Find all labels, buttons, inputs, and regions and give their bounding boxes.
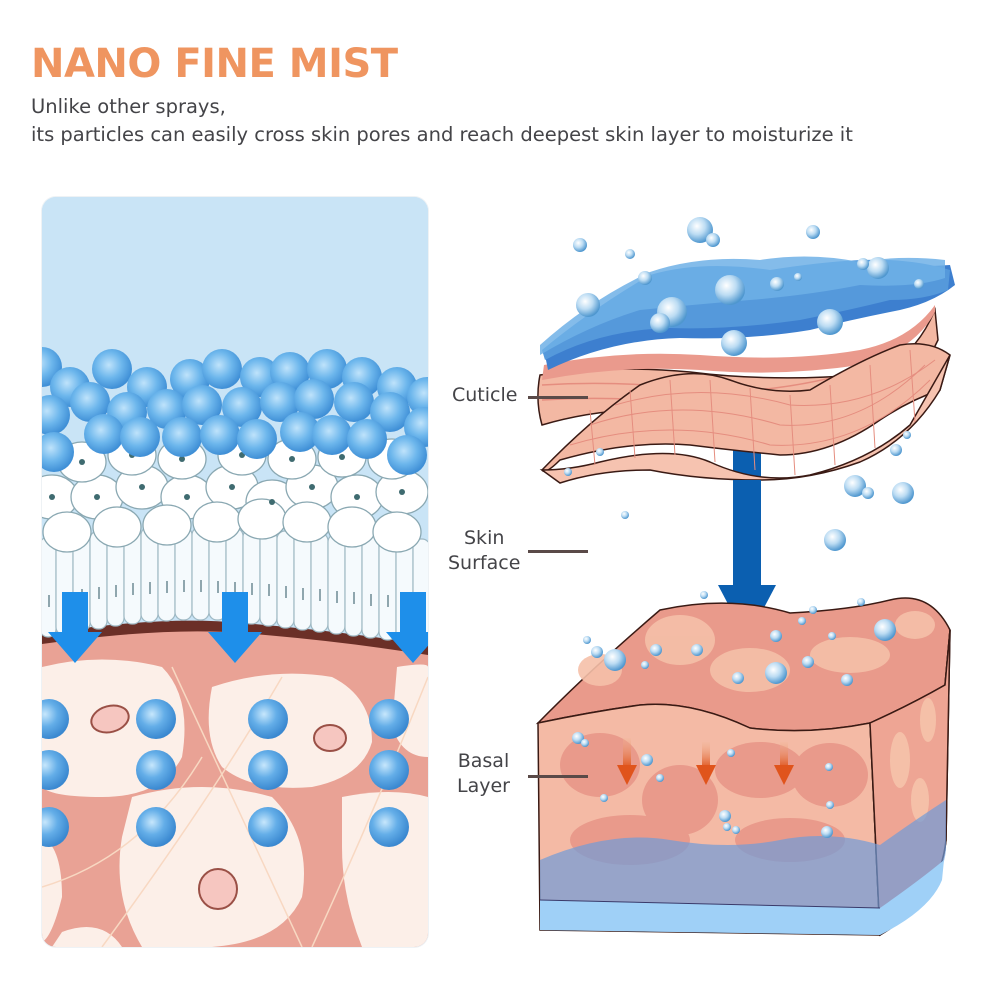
orange-down-arrow-icons: [617, 738, 794, 785]
label-skin-surface-line-1: Skin: [464, 527, 505, 549]
label-basal-layer-line-1: Basal: [457, 750, 510, 772]
down-arrow-shaft-lower: [733, 480, 761, 585]
page-title: NANO FINE MIST: [31, 41, 398, 87]
down-arrow-icons: [48, 592, 428, 663]
label-basal-layer: Basal Layer: [457, 749, 510, 799]
mist-particles-layer: [42, 347, 428, 475]
subtitle: Unlike other sprays, its particles can e…: [31, 93, 853, 149]
subtitle-line-1: Unlike other sprays,: [31, 95, 226, 118]
basal-layer-block: [535, 597, 951, 937]
dermis-particles: [42, 699, 409, 847]
cuticle-leader-line: [528, 396, 588, 399]
skin-layers-diagram: [530, 200, 970, 940]
skin-cross-section-panel: [42, 197, 428, 947]
skin-surface-layer: [539, 343, 951, 484]
label-cuticle: Cuticle: [452, 384, 518, 406]
water-droplet-icons: [564, 217, 924, 838]
label-skin-surface-line-2: Surface: [448, 552, 521, 574]
label-basal-layer-line-2: Layer: [457, 775, 510, 797]
cell-nuclei: [90, 704, 347, 910]
label-skin-surface: Skin Surface: [448, 526, 520, 576]
basal-layer-leader-line: [528, 775, 588, 778]
skin-surface-leader-line: [528, 550, 588, 553]
subtitle-line-2: its particles can easily cross skin pore…: [31, 123, 853, 146]
